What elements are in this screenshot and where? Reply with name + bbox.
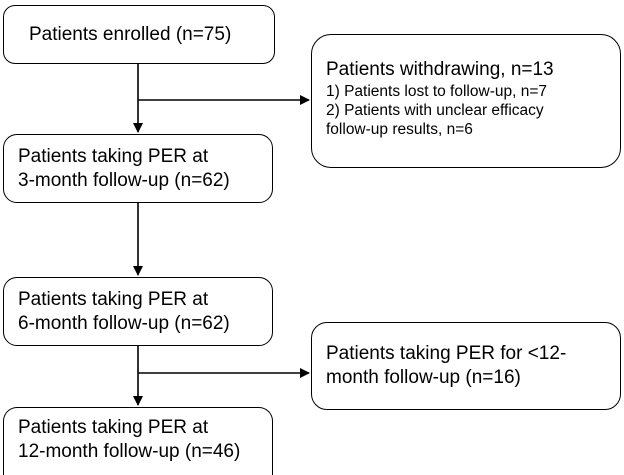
month3-line1: Patients taking PER at [18,146,209,167]
withdrawing-item-lost: 1) Patients lost to follow-up, n=7 [326,83,547,100]
month6-line2: 6-month follow-up (n=62) [18,313,230,334]
month12-line1: Patients taking PER at [18,417,209,438]
box-patients-withdrawing: Patients withdrawing, n=13 1) Patients l… [311,34,621,168]
enrolled-text: Patients enrolled (n=75) [29,24,232,45]
withdrawing-item-unclear-1: 2) Patients with unclear efficacy [326,102,544,119]
withdrawing-item-unclear-2: follow-up results, n=6 [326,121,473,138]
withdrawing-heading: Patients withdrawing, n=13 [326,59,554,80]
box-less-than-12-month: Patients taking PER for <12- month follo… [311,322,621,410]
box-3-month-follow-up: Patients taking PER at 3-month follow-up… [3,134,273,203]
month12-line2: 12-month follow-up (n=46) [18,441,241,462]
box-patients-enrolled: Patients enrolled (n=75) [3,5,275,64]
lt12-line1: Patients taking PER for <12- [326,343,567,364]
month6-line1: Patients taking PER at [18,289,209,310]
month3-line2: 3-month follow-up (n=62) [18,170,230,191]
lt12-line2: month follow-up (n=16) [326,367,521,388]
box-12-month-follow-up: Patients taking PER at 12-month follow-u… [3,407,273,475]
box-6-month-follow-up: Patients taking PER at 6-month follow-up… [3,277,273,346]
